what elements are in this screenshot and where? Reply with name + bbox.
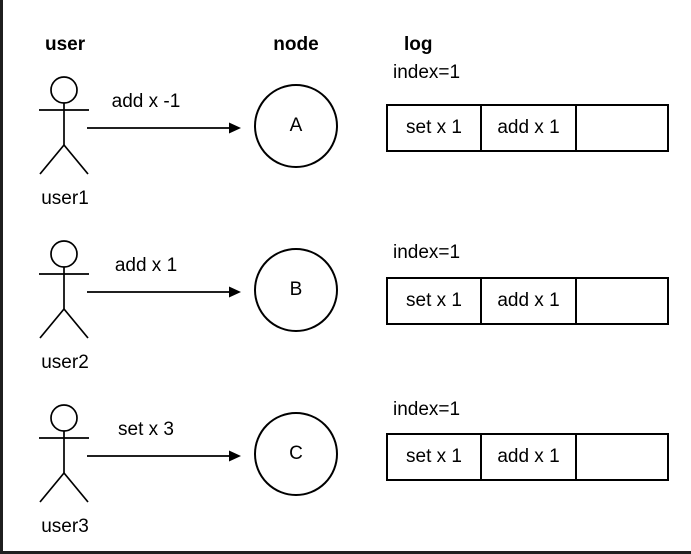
user-figure-icon xyxy=(39,240,89,339)
log-cell-empty xyxy=(577,435,667,479)
log-cell: set x 1 xyxy=(388,435,482,479)
node-circle: A xyxy=(254,84,338,168)
message-label: add x 1 xyxy=(114,255,178,276)
log-cell-empty xyxy=(577,106,667,150)
stick-figure-and-arrow-icon xyxy=(39,76,241,175)
message-arrow-icon xyxy=(87,450,241,462)
user-name-label: user2 xyxy=(41,352,89,373)
log-table: set x 1 add x 1 xyxy=(386,277,669,325)
message-arrow-icon xyxy=(87,122,241,134)
diagram-row: add x 1 user2 B index=1 set x 1 add x 1 xyxy=(3,234,691,386)
node-circle: B xyxy=(254,248,338,332)
node-label: A xyxy=(289,115,303,136)
log-cell: set x 1 xyxy=(388,279,482,323)
diagram-row: set x 3 user3 C index=1 set x 1 add x 1 xyxy=(3,398,691,550)
log-cell: add x 1 xyxy=(482,106,577,150)
node-label: C xyxy=(289,443,303,464)
user-figure-icon xyxy=(39,404,89,503)
user-name-label: user3 xyxy=(41,516,89,537)
column-header-log: log xyxy=(404,34,433,55)
message-label: add x -1 xyxy=(111,91,181,112)
stick-figure-and-arrow-icon xyxy=(39,240,241,339)
log-cell: set x 1 xyxy=(388,106,482,150)
column-header-user: user xyxy=(45,34,86,55)
message-arrow-icon xyxy=(87,286,241,298)
node-label: B xyxy=(289,279,303,300)
log-cell: add x 1 xyxy=(482,435,577,479)
log-cell: add x 1 xyxy=(482,279,577,323)
log-index-label: index=1 xyxy=(393,62,461,83)
log-index-label: index=1 xyxy=(393,242,461,263)
diagram-row: add x -1 user1 A index=1 set x 1 add x 1 xyxy=(3,62,691,222)
log-table: set x 1 add x 1 xyxy=(386,433,669,481)
message-label: set x 3 xyxy=(118,419,174,440)
stick-figure-and-arrow-icon xyxy=(39,404,241,503)
column-header-node: node xyxy=(273,34,319,55)
node-circle: C xyxy=(254,412,338,496)
user-figure-icon xyxy=(39,76,89,175)
log-index-label: index=1 xyxy=(393,399,461,420)
log-cell-empty xyxy=(577,279,667,323)
user-name-label: user1 xyxy=(41,188,89,209)
log-table: set x 1 add x 1 xyxy=(386,104,669,152)
